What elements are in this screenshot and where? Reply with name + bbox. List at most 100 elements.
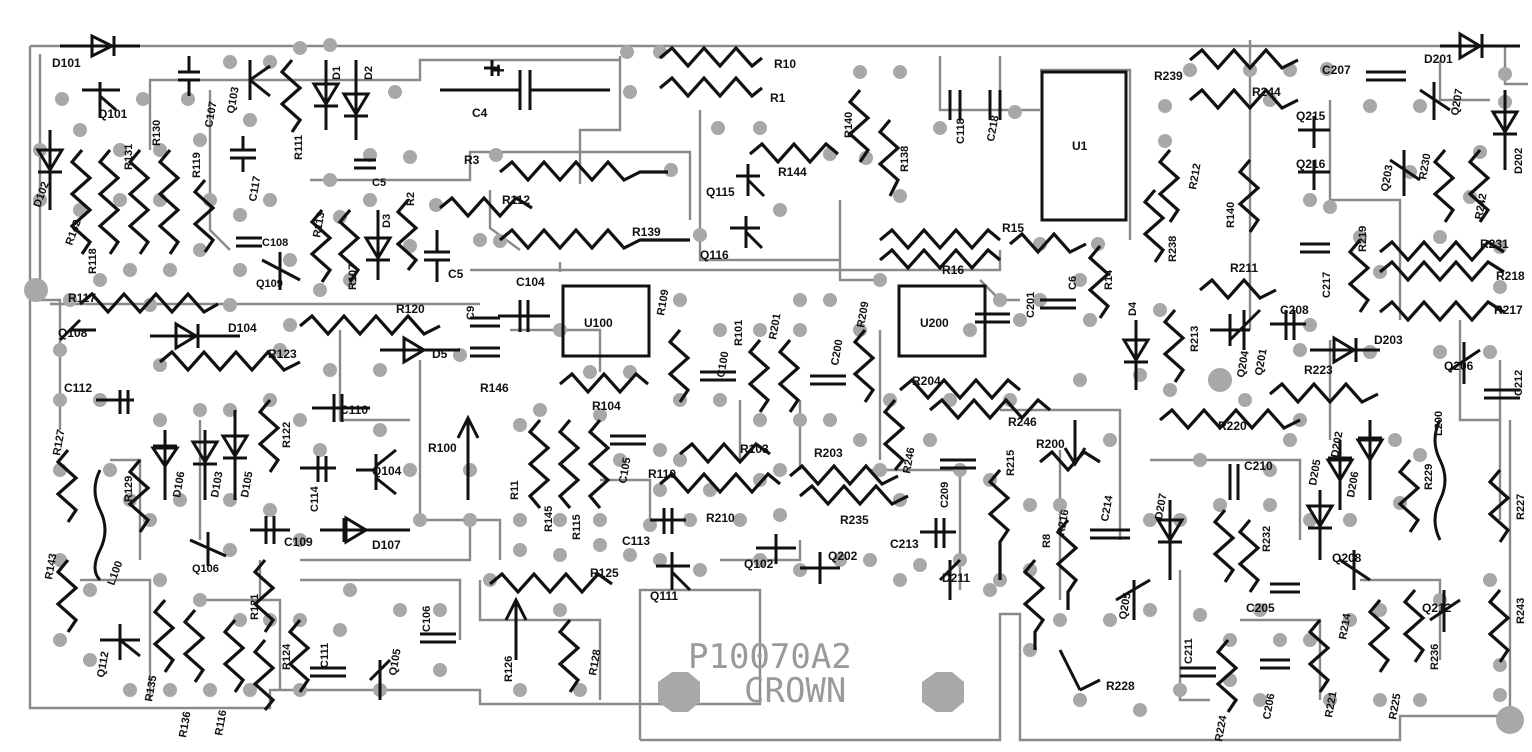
label-R138: R138: [899, 146, 911, 172]
label-Q116: Q116: [700, 248, 729, 262]
label-L200: L200: [1433, 411, 1445, 436]
label-R200: R200: [1036, 437, 1065, 451]
label-D203: D203: [1374, 333, 1403, 347]
mounting-pad-right: [922, 672, 964, 712]
label-R216: R216: [1055, 509, 1071, 537]
label-R14: R14: [1103, 269, 1115, 290]
label-D205: D205: [1307, 459, 1323, 487]
label-Q106: Q106: [192, 563, 219, 575]
label-R243: R243: [1515, 598, 1527, 624]
polarity-plus-mark: +: [492, 58, 505, 83]
label-C6: C6: [1067, 276, 1079, 290]
mounting-hole: [24, 278, 48, 302]
label-R115: R115: [571, 514, 583, 540]
label-R139: R139: [632, 225, 661, 239]
label-R128: R128: [587, 649, 603, 677]
label-Q104: Q104: [372, 464, 402, 478]
label-C9: C9: [465, 306, 477, 320]
label-R213: R213: [1189, 326, 1201, 352]
label-C114: C114: [309, 485, 321, 512]
label-D104: D104: [228, 321, 257, 335]
label-R121: R121: [249, 594, 261, 620]
label-R201: R201: [767, 313, 783, 341]
label-C106: C106: [421, 606, 433, 632]
board-maker: CROWN: [744, 671, 846, 711]
label-D105: D105: [239, 471, 255, 499]
label-Q207: Q207: [1449, 88, 1465, 117]
label-R203: R203: [814, 446, 843, 460]
label-C112: C112: [64, 381, 92, 395]
label-D1: D1: [331, 66, 343, 80]
label-R109: R109: [655, 289, 671, 317]
label-C110: C110: [340, 403, 368, 417]
label-D2: D2: [363, 66, 375, 80]
label-R15: R15: [1002, 221, 1024, 235]
label-C201: C201: [1025, 292, 1037, 318]
mounting-hole: [1208, 368, 1232, 392]
label-R123: R123: [268, 347, 297, 361]
label-C206: C206: [1261, 693, 1277, 721]
label-R8: R8: [1041, 534, 1053, 548]
label-D201: D201: [1424, 52, 1453, 66]
label-R3: R3: [464, 153, 480, 167]
label-R246: R246: [1008, 415, 1037, 429]
label-R242: R242: [1473, 193, 1489, 221]
label-R236: R236: [1429, 644, 1441, 670]
label-C217: C217: [1321, 272, 1333, 298]
label-C111: C111: [319, 643, 331, 668]
label-Q103: Q103: [225, 86, 241, 115]
label-R125: R125: [590, 566, 619, 580]
reference-designators: D101 Q101 D102 R142 R131 R130 R118 R119 …: [32, 52, 1527, 743]
label-R215: R215: [1005, 450, 1017, 476]
label-R219: R219: [1357, 226, 1369, 252]
label-C117: C117: [247, 175, 263, 202]
label-C5b: C5: [372, 177, 386, 189]
label-R124: R124: [281, 643, 293, 670]
component-symbols: [35, 31, 1520, 713]
label-R130: R130: [151, 120, 163, 146]
label-C211: C211: [1183, 638, 1195, 664]
label-R238: R238: [1167, 236, 1179, 262]
label-R118: R118: [87, 248, 99, 274]
label-R112: R112: [502, 193, 530, 207]
label-R135: R135: [143, 675, 159, 703]
label-C104: C104: [516, 275, 545, 289]
label-D206: D206: [1345, 471, 1361, 499]
label-R144: R144: [778, 165, 807, 179]
label-D4: D4: [1127, 301, 1139, 316]
label-R210: R210: [706, 511, 735, 525]
label-R126: R126: [503, 656, 515, 682]
label-R113: R113: [311, 211, 327, 238]
label-C4: C4: [472, 106, 488, 120]
label-Q112: Q112: [95, 651, 111, 679]
label-R228: R228: [1106, 679, 1135, 693]
label-R127: R127: [51, 429, 67, 457]
label-R111: R111: [293, 135, 305, 160]
label-R107: R107: [347, 264, 359, 290]
label-R101: R101: [733, 320, 745, 346]
label-R1: R1: [770, 91, 786, 105]
label-C210: C210: [1244, 459, 1273, 473]
label-C205: C205: [1246, 601, 1275, 615]
label-Q205: Q205: [1117, 592, 1133, 621]
label-R129: R129: [123, 476, 135, 502]
label-R119: R119: [191, 152, 203, 178]
label-R10: R10: [774, 57, 796, 71]
label-R140b: R140: [1225, 202, 1237, 228]
label-R140a: R140: [843, 112, 855, 138]
label-R122: R122: [281, 422, 293, 448]
board-part-number: P10070A2: [688, 637, 852, 677]
label-R146: R146: [480, 381, 509, 395]
label-R229: R229: [1423, 464, 1435, 490]
label-D202b: D202: [1329, 431, 1345, 459]
mounting-hole: [1496, 706, 1524, 734]
label-C108: C108: [262, 237, 288, 249]
mounting-pad-left: [658, 672, 700, 712]
label-C212: C212: [1513, 370, 1525, 396]
label-C109: C109: [284, 535, 313, 549]
label-D5: D5: [432, 347, 448, 361]
label-D3: D3: [381, 214, 393, 228]
label-R204: R204: [912, 374, 941, 388]
label-R231: R231: [1480, 237, 1509, 251]
